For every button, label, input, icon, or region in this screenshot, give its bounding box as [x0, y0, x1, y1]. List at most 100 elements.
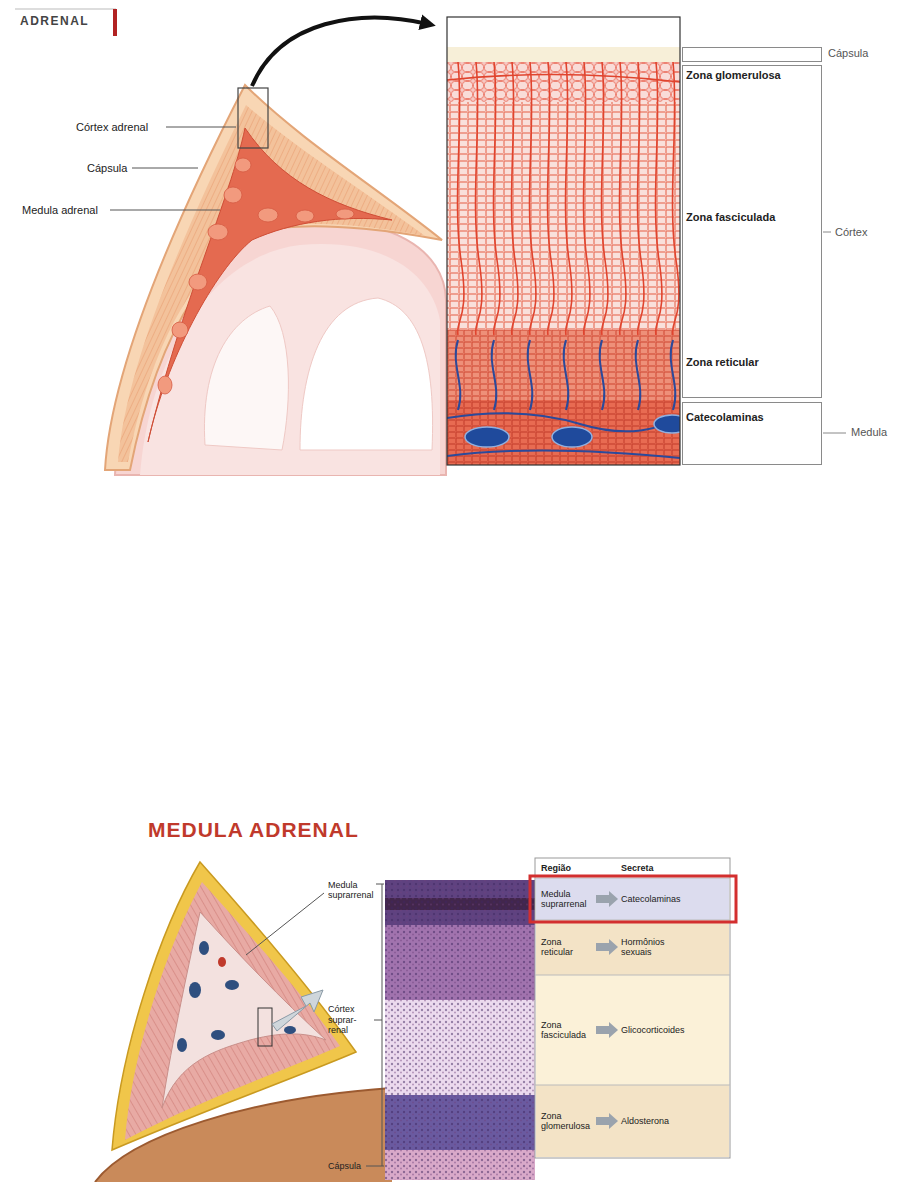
row-arrow — [596, 1113, 618, 1129]
arteries — [447, 62, 680, 335]
table-cell: Aldosterona — [621, 1116, 669, 1126]
vein — [447, 450, 680, 458]
header-rule — [15, 9, 116, 10]
cell — [208, 224, 228, 240]
zone-label: Catecolaminas — [686, 411, 764, 424]
table-row — [536, 1085, 729, 1157]
row-rule — [535, 975, 730, 976]
cell — [172, 322, 188, 338]
cell — [258, 208, 278, 222]
renal-pyramid — [204, 306, 288, 450]
table-frame — [535, 858, 730, 1158]
cell — [336, 209, 354, 219]
cortex-band: Zona glomerulosaZona fasciculadaZona ret… — [682, 65, 822, 398]
table-row — [536, 975, 729, 1085]
zoomed-tissue — [447, 17, 680, 465]
secretion-table — [530, 858, 736, 1158]
vessel — [494, 62, 500, 335]
row-arrow — [596, 939, 618, 955]
medulla — [162, 912, 326, 1108]
part-label: Medula suprarrenal — [328, 880, 376, 901]
row-arrow — [596, 891, 618, 907]
row-rules — [535, 878, 730, 1085]
table-header: Secreta — [621, 863, 654, 873]
cell — [189, 274, 207, 290]
adrenal-section-drawing — [95, 862, 392, 1182]
medulla-layer — [447, 400, 680, 465]
vessel — [638, 62, 644, 335]
row-rule — [535, 920, 730, 921]
capsule — [112, 862, 356, 1150]
row-rule — [535, 878, 730, 879]
section-heading: MEDULA ADRENAL — [148, 818, 359, 842]
vessel — [225, 980, 239, 990]
vein — [600, 340, 605, 410]
table-row — [536, 878, 729, 920]
vein-section — [654, 415, 680, 433]
table-cell: Glicocorticoides — [621, 1025, 685, 1035]
zone-label: Zona fasciculada — [686, 211, 775, 224]
table-cell: Zona glomerulosa — [541, 1111, 595, 1132]
vessel — [620, 62, 626, 335]
table-cell: Zona reticular — [541, 937, 595, 958]
bracket-tick — [823, 232, 831, 233]
table-cell: Hormônios sexuais — [621, 937, 681, 958]
row-arrows — [596, 891, 618, 1129]
bracket-tick — [366, 1166, 384, 1167]
cortex — [125, 882, 340, 1140]
zone-label: Zona glomerulosa — [686, 69, 781, 82]
vein — [492, 340, 497, 410]
cell — [296, 210, 314, 222]
vessel — [476, 62, 482, 335]
region-label: Córtex — [835, 226, 867, 239]
renal-pyramid — [300, 298, 433, 450]
table-row — [536, 920, 729, 975]
highlight-box — [530, 876, 736, 922]
vessel — [548, 62, 554, 335]
vessel — [284, 1026, 296, 1034]
cell — [235, 158, 251, 172]
vessel — [512, 62, 518, 335]
part-label: Cápsula — [87, 162, 127, 175]
panel-frame — [447, 17, 680, 465]
zoom-arrow — [252, 18, 428, 86]
table-cell: Medula suprarrenal — [541, 889, 595, 910]
leader-line — [246, 893, 324, 955]
vessel — [602, 62, 608, 335]
vein — [636, 340, 641, 410]
leader-line — [132, 168, 198, 169]
page-title: ADRENAL — [20, 15, 89, 29]
zoom-box — [238, 88, 268, 148]
glomerulosa-layer — [447, 62, 680, 102]
table-cell: Catecolaminas — [621, 894, 681, 904]
part-label: Córtex suprar- renal — [328, 1004, 370, 1035]
bracket-tick — [823, 433, 846, 434]
leader-line — [110, 210, 220, 211]
header-bar — [113, 9, 117, 36]
vessel — [447, 74, 680, 82]
cell — [158, 376, 172, 394]
medulla-band: CatecolaminasMedula — [682, 402, 822, 465]
row-arrow — [596, 1022, 618, 1038]
medullary-veins — [465, 415, 680, 447]
vessel — [566, 62, 572, 335]
adrenal-drawing — [105, 18, 442, 470]
vessel — [189, 982, 201, 998]
adrenal-capsule — [105, 85, 442, 470]
part-label: Córtex adrenal — [76, 121, 148, 134]
zone-label: Zona reticular — [686, 356, 759, 369]
medulla-vessels — [177, 941, 296, 1052]
vein — [456, 340, 461, 410]
region-label: Cápsula — [828, 47, 868, 60]
vein — [671, 340, 676, 410]
cell-texture — [385, 880, 535, 1180]
zoom-arrow — [272, 990, 323, 1031]
bracket-tick — [374, 1020, 382, 1021]
cell — [224, 187, 242, 203]
vessel — [673, 62, 679, 335]
bracket-tick — [376, 884, 384, 885]
adrenal-medulla — [148, 128, 392, 442]
vessel — [211, 1030, 225, 1040]
